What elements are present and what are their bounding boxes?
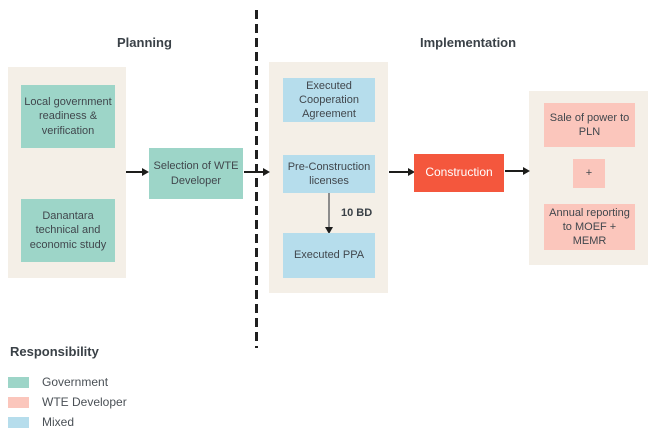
annual-reporting-box: Annual reporting to MOEF + MEMR (544, 204, 635, 250)
legend-item-wte-developer: WTE Developer (8, 392, 127, 412)
sale-of-power-box: Sale of power to PLN (544, 103, 635, 147)
legend-item-label: WTE Developer (42, 395, 127, 409)
government-color-swatch (8, 376, 29, 388)
wte-developer-color-swatch (8, 396, 29, 408)
construction-box: Construction (414, 154, 504, 192)
wte-developer-selection-box: Selection of WTE Developer (149, 148, 243, 199)
planning-phase-title: Planning (117, 35, 172, 50)
ten-business-days-label: 10 BD (341, 207, 373, 219)
legend-title: Responsibility (10, 344, 99, 359)
flow-arrow-licenses-to-ppa (325, 193, 333, 234)
preconstruction-licenses-box: Pre-Construction licenses (283, 155, 375, 193)
phase-divider-dashed-line (255, 10, 258, 348)
responsibility-legend: Responsibility Government WTE Developer … (8, 344, 127, 432)
danantara-study-box: Danantara technical and economic study (21, 199, 115, 262)
executed-cooperation-agreement-box: Executed Cooperation Agreement (283, 78, 375, 122)
flow-arrow-planning-to-selection (126, 168, 149, 176)
executed-ppa-box: Executed PPA (283, 233, 375, 278)
legend-item-label: Mixed (42, 415, 75, 429)
local-government-readiness-box: Local government readiness & verificatio… (21, 85, 115, 148)
legend-item-label: Government (42, 375, 109, 389)
legend-item-mixed: Mixed (8, 412, 127, 432)
legend-item-government: Government (8, 372, 127, 392)
implementation-phase-title: Implementation (420, 35, 517, 50)
flow-arrow-construction-to-operation (505, 167, 530, 175)
flow-arrow-selection-to-implementation (244, 168, 270, 176)
flow-arrow-licenses-to-construction (389, 168, 415, 176)
mixed-color-swatch (8, 416, 29, 428)
plus-connector-box: + (573, 159, 605, 188)
